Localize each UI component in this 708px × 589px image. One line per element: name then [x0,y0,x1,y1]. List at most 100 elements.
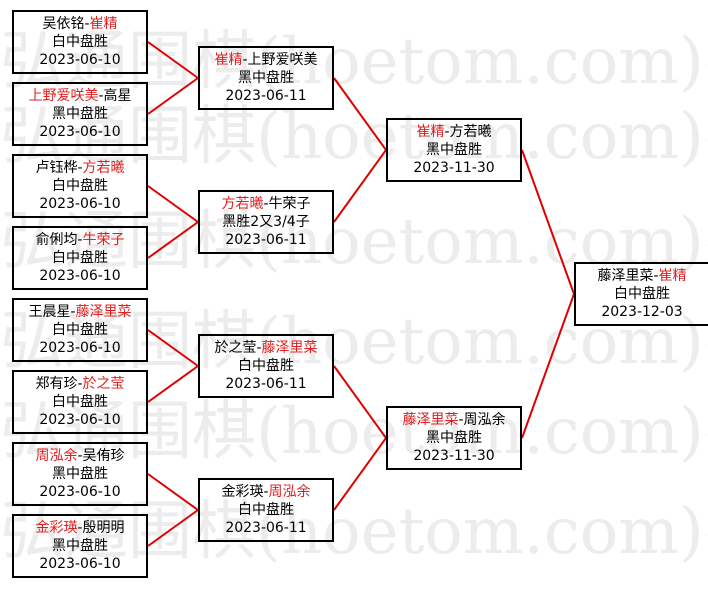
match-players: 吴依铭-崔精 [42,15,117,33]
match-result: 黑中盘胜 [238,70,294,86]
separator: - [256,340,262,356]
match-players: 崔精-方若曦 [416,123,491,141]
player-white: 方若曦 [82,160,125,176]
match-date: 2023-06-11 [225,88,307,104]
player-black: 俞俐均 [35,232,78,248]
separator: - [263,196,269,212]
match-players: 於之莹-藤泽里菜 [214,339,317,357]
match-players: 卢钰桦-方若曦 [35,159,124,177]
player-white: 藤泽里菜 [75,304,132,320]
player-black: 金彩瑛 [221,484,264,500]
separator: - [458,412,464,428]
match-result: 白中盘胜 [614,286,670,302]
match-result: 黑中盘胜 [52,538,108,554]
match-players: 上野爱咲美-高星 [28,87,131,105]
match-players: 藤泽里菜-周泓余 [402,411,505,429]
connector-line [333,365,387,439]
connector-line [147,221,199,259]
match-players: 金彩瑛-殷明明 [35,519,124,537]
match-result: 白中盘胜 [238,358,294,374]
match-result: 白中盘胜 [52,178,108,194]
match-result: 黑中盘胜 [52,466,108,482]
match-players: 方若曦-牛荣子 [221,195,310,213]
player-white: 周泓余 [268,484,311,500]
match-players: 俞俐均-牛荣子 [35,231,124,249]
player-black: 崔精 [416,124,445,140]
player-black: 卢钰桦 [35,160,78,176]
connector-line [147,365,199,403]
match-players: 周泓余-吴侑珍 [35,447,124,465]
match-players: 崔精-上野爱咲美 [214,51,317,69]
match-date: 2023-12-03 [601,304,683,320]
separator: - [70,304,76,320]
match-players: 金彩瑛-周泓余 [221,483,310,501]
match-date: 2023-06-10 [39,340,121,356]
player-black: 郑有珍 [35,376,78,392]
match-players: 藤泽里菜-崔精 [597,267,686,285]
match-date: 2023-11-30 [413,160,495,176]
player-black: 金彩瑛 [35,520,78,536]
separator: - [98,88,104,104]
player-black: 崔精 [214,52,243,68]
match-date: 2023-06-10 [39,556,121,572]
player-white: 殷明明 [82,520,125,536]
player-white: 方若曦 [449,124,492,140]
connector-line [521,149,575,295]
separator: - [444,124,450,140]
player-black: 上野爱咲美 [28,88,99,104]
match-result: 黑中盘胜 [426,142,482,158]
connector-line [521,293,575,439]
match-players: 王晨星-藤泽里菜 [28,303,131,321]
match-players: 郑有珍-於之莹 [35,375,124,393]
match-box: 周泓余-吴侑珍黑中盘胜 2023-06-10 [12,442,148,506]
match-date: 2023-06-10 [39,412,121,428]
match-result: 黑胜2又3/4子 [222,214,310,230]
match-date: 2023-06-11 [225,376,307,392]
connector-line [147,41,199,79]
separator: - [242,52,248,68]
player-white: 高星 [103,88,132,104]
player-white: 牛荣子 [268,196,311,212]
connector-line [333,437,387,511]
match-result: 白中盘胜 [238,502,294,518]
player-black: 王晨星 [28,304,71,320]
match-date: 2023-06-10 [39,196,121,212]
match-box: 金彩瑛-周泓余白中盘胜 2023-06-11 [198,478,334,542]
match-date: 2023-06-10 [39,268,121,284]
separator: - [653,268,659,284]
match-box: 藤泽里菜-周泓余黑中盘胜 2023-11-30 [386,406,522,470]
match-result: 白中盘胜 [52,250,108,266]
connector-line [333,149,387,223]
match-date: 2023-06-11 [225,520,307,536]
player-black: 藤泽里菜 [597,268,654,284]
separator: - [77,160,83,176]
match-date: 2023-06-10 [39,52,121,68]
connector-line [333,77,387,151]
player-white: 吴侑珍 [82,448,125,464]
match-box: 金彩瑛-殷明明黑中盘胜 2023-06-10 [12,514,148,578]
player-white: 牛荣子 [82,232,125,248]
separator: - [84,16,90,32]
player-white: 崔精 [658,268,687,284]
match-date: 2023-06-10 [39,484,121,500]
match-box: 俞俐均-牛荣子白中盘胜 2023-06-10 [12,226,148,290]
connector-line [147,329,199,367]
player-black: 吴依铭 [42,16,85,32]
match-date: 2023-06-10 [39,124,121,140]
match-result: 黑中盘胜 [426,430,482,446]
player-white: 於之莹 [82,376,125,392]
separator: - [77,376,83,392]
match-result: 黑中盘胜 [52,106,108,122]
match-box: 於之莹-藤泽里菜白中盘胜 2023-06-11 [198,334,334,398]
match-date: 2023-11-30 [413,448,495,464]
player-black: 方若曦 [221,196,264,212]
